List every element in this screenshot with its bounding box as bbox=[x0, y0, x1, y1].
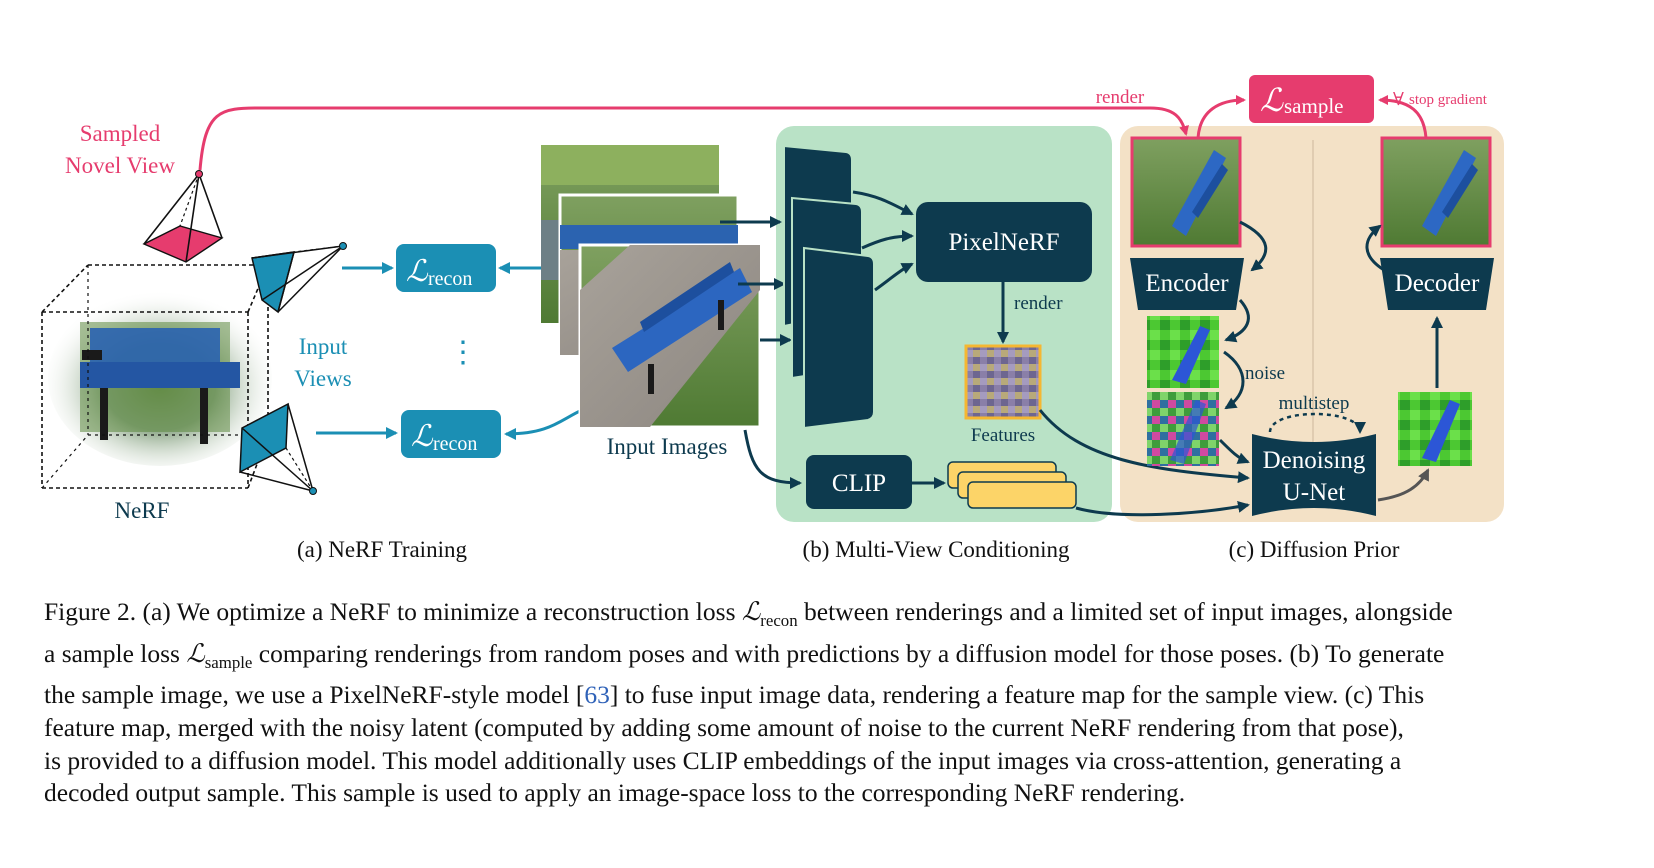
multistep-label: multistep bbox=[1279, 393, 1350, 414]
decoder-box: Decoder bbox=[1380, 258, 1494, 310]
pixelnerf-box: PixelNeRF bbox=[916, 202, 1092, 282]
arrow-noisy-to-unet bbox=[1218, 438, 1250, 464]
caption-line-5: is provided to a diffusion model. This m… bbox=[44, 745, 1402, 775]
nerf-training-title: (a) NeRF Training bbox=[297, 537, 467, 562]
arrow-unet-to-denoised bbox=[1377, 468, 1430, 502]
sampled-camera-icon bbox=[142, 170, 224, 263]
caption-line-6: decoded output sample. This sample is us… bbox=[44, 778, 1186, 808]
svg-text:PixelNeRF: PixelNeRF bbox=[948, 229, 1059, 256]
svg-text:recon: recon bbox=[433, 433, 477, 455]
svg-text:Decoder: Decoder bbox=[1395, 270, 1480, 297]
svg-text:Denoising: Denoising bbox=[1263, 447, 1366, 474]
clip-embeddings bbox=[947, 461, 1077, 509]
clean-latent-detail bbox=[1172, 326, 1210, 384]
arrow-images-to-clip bbox=[743, 429, 802, 489]
input-camera-icon-1 bbox=[251, 242, 347, 314]
noisy-latent-detail bbox=[1170, 400, 1206, 464]
sampled-novel-view-label-2: Novel View bbox=[65, 153, 175, 178]
nerf-volume bbox=[41, 264, 272, 489]
arrow-embeddings-to-unet bbox=[1075, 500, 1250, 517]
nerf-label: NeRF bbox=[115, 498, 170, 523]
arrow-render-to-encoder bbox=[1239, 220, 1268, 272]
arrow-image-to-recon-2 bbox=[504, 408, 583, 440]
svg-text:sample: sample bbox=[1284, 94, 1343, 118]
arrow-features-to-unet bbox=[1038, 409, 1250, 484]
input-camera-icon-2 bbox=[239, 402, 317, 495]
denoising-unet-box: Denoising U-Net bbox=[1252, 434, 1376, 516]
svg-text:U-Net: U-Net bbox=[1283, 479, 1346, 506]
input-image-1 bbox=[578, 243, 762, 429]
arrow-encoder-to-latent bbox=[1224, 299, 1250, 343]
ellipsis: ⋮ bbox=[448, 336, 478, 369]
clip-box: CLIP bbox=[806, 455, 912, 509]
render-label: render bbox=[1014, 293, 1063, 314]
recon-loss-box-2: ℒ recon bbox=[401, 410, 501, 458]
input-images-label: Input Images bbox=[607, 434, 728, 459]
method-diagram: render Sampled Novel View NeRF bbox=[41, 75, 1504, 562]
noise-label: noise bbox=[1245, 363, 1285, 384]
arrow-enc1-to-pixelnerf bbox=[852, 190, 914, 216]
decoded-sample-image bbox=[1380, 136, 1492, 248]
recon-loss-box-1: ℒ recon bbox=[396, 244, 496, 292]
svg-text:ℒ: ℒ bbox=[406, 255, 429, 288]
render-arrow-top bbox=[198, 106, 1189, 171]
svg-text:ℒ: ℒ bbox=[411, 420, 434, 453]
arrow-enc2-to-pixelnerf bbox=[861, 230, 914, 250]
stop-gradient-label: stop gradient bbox=[1409, 92, 1488, 108]
arrow-decoder-to-sample bbox=[1365, 224, 1385, 272]
encoder-box: Encoder bbox=[1130, 258, 1244, 310]
caption-line-2: a sample loss ℒsample comparing renderin… bbox=[44, 638, 1445, 672]
features-label: Features bbox=[971, 425, 1035, 446]
citation-link[interactable]: 63 bbox=[584, 680, 610, 710]
sample-loss-box: ℒ sample bbox=[1249, 75, 1374, 123]
input-views-label-2: Views bbox=[294, 366, 351, 391]
caption-line-4: feature map, merged with the noisy laten… bbox=[44, 712, 1404, 742]
svg-text:recon: recon bbox=[428, 268, 472, 290]
denoised-latent-detail bbox=[1422, 400, 1460, 462]
arrow-enc3-to-pixelnerf bbox=[874, 262, 914, 292]
render-top-label: render bbox=[1096, 87, 1145, 108]
image-encoder-stack bbox=[783, 144, 875, 430]
caption-line-1: Figure 2. (a) We optimize a NeRF to mini… bbox=[44, 597, 1453, 631]
figure-caption: Figure 2. (a) We optimize a NeRF to mini… bbox=[44, 596, 1610, 810]
caption-line-3: the sample image, we use a PixelNeRF-sty… bbox=[44, 680, 1425, 710]
svg-text:Encoder: Encoder bbox=[1145, 270, 1229, 297]
arrow-noise bbox=[1223, 350, 1245, 410]
nerf-render-image bbox=[1130, 136, 1242, 248]
arrow-render-to-sample-loss bbox=[1196, 95, 1246, 139]
sampled-novel-view-label-1: Sampled bbox=[80, 121, 161, 146]
multistep-loop-arrow bbox=[1268, 412, 1366, 434]
diffusion-prior-title: (c) Diffusion Prior bbox=[1229, 537, 1400, 562]
svg-text:CLIP: CLIP bbox=[832, 470, 886, 497]
arrow-decoded-to-sample-loss bbox=[1378, 95, 1428, 139]
svg-text:ℒ: ℒ bbox=[1260, 82, 1284, 118]
stop-gradient-icon: ∀ bbox=[1393, 89, 1404, 109]
input-views-label-1: Input bbox=[299, 334, 348, 359]
feature-map bbox=[964, 344, 1042, 420]
multiview-conditioning-title: (b) Multi-View Conditioning bbox=[803, 537, 1070, 562]
